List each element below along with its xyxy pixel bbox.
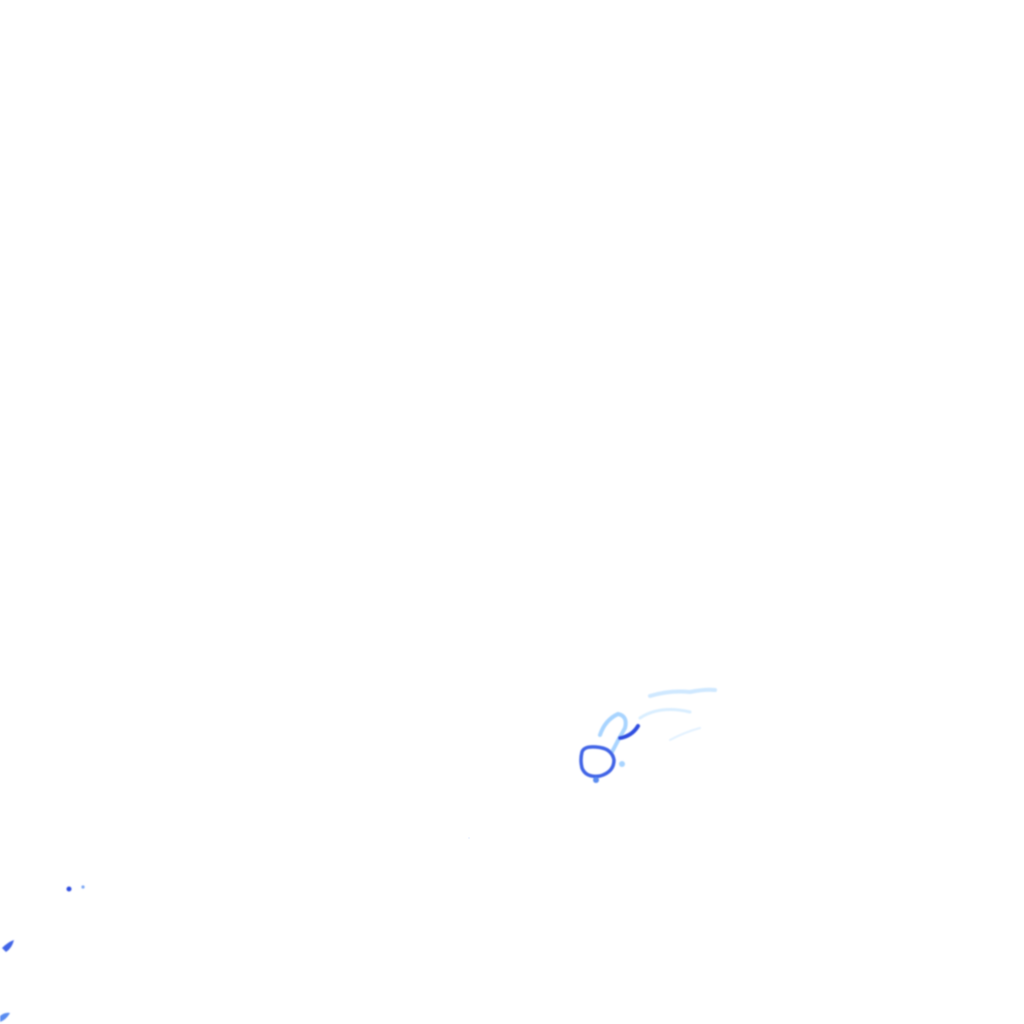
streak-body <box>598 711 628 754</box>
mark-edge-lower <box>0 1012 10 1022</box>
streak-dot <box>619 761 625 767</box>
streak-wisp-top <box>648 687 717 698</box>
blue-streak <box>579 687 717 783</box>
streak-crescent <box>618 724 640 740</box>
lower-left-marks <box>0 885 85 1022</box>
mark-dot-b <box>81 885 85 889</box>
mark-edge-upper <box>2 940 14 952</box>
faint-speck <box>468 837 470 839</box>
streak-wisp-low <box>669 727 701 741</box>
streak-ring-tail <box>593 777 599 783</box>
streak-wisp-mid <box>638 708 692 720</box>
streak-ring <box>579 745 616 779</box>
mark-dot-a <box>66 886 72 892</box>
